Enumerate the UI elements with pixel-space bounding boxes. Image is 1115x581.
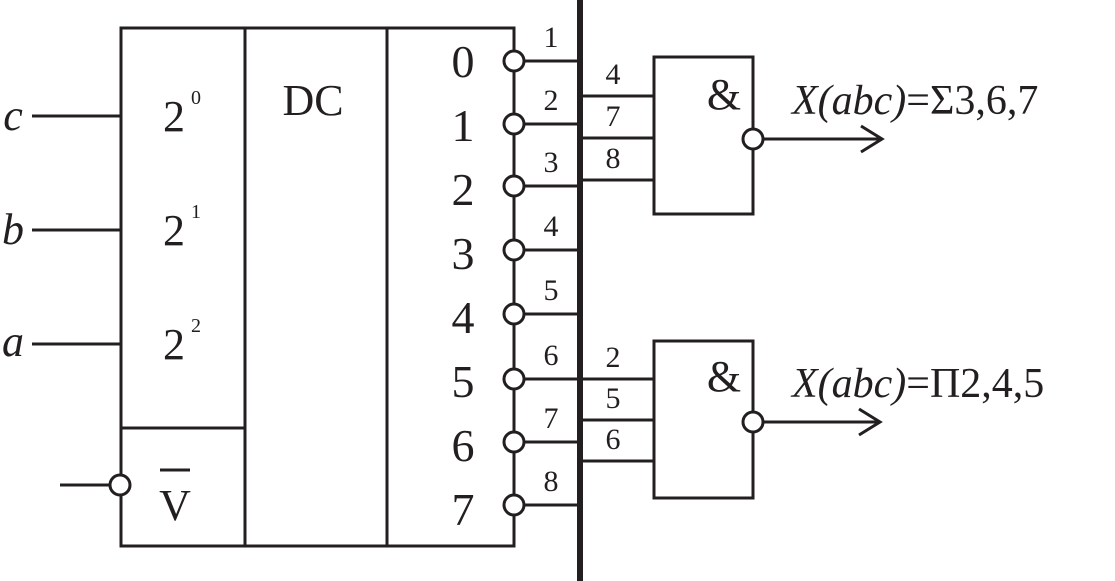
gate1-symbol: & xyxy=(707,70,741,119)
gate2-wire-a: 2 xyxy=(606,341,621,374)
weight-2-0-base: 2 xyxy=(163,92,185,141)
gate1-output-bubble xyxy=(741,127,765,151)
wire-number-5: 5 xyxy=(544,274,559,307)
enable-input: V xyxy=(60,468,191,530)
output-label-3: 3 xyxy=(452,228,475,279)
wire-number-6: 6 xyxy=(544,339,559,372)
wire-number-7: 7 xyxy=(544,402,559,435)
output-label-0: 0 xyxy=(452,36,475,87)
and-gate-2: 2 5 6 & X(abc)=Π2,4,5 xyxy=(580,339,1044,500)
gate2-symbol: & xyxy=(707,352,741,401)
input-c: c 2 0 xyxy=(3,87,201,141)
gate2-expression: X(abc)=Π2,4,5 xyxy=(790,361,1044,407)
output-bubble-4 xyxy=(502,302,526,326)
weight-2-1-base: 2 xyxy=(163,206,185,255)
gate2-wire-c: 6 xyxy=(606,423,621,456)
output-label-6: 6 xyxy=(452,420,475,471)
gate2-output-bubble xyxy=(741,410,765,434)
output-label-1: 1 xyxy=(452,100,475,151)
input-b: b 2 1 xyxy=(2,201,201,255)
output-bubble-3 xyxy=(502,238,526,262)
wire-number-4: 4 xyxy=(544,210,559,243)
gate1-expression: X(abc)=Σ3,6,7 xyxy=(790,78,1038,124)
enable-label: V xyxy=(159,481,191,530)
weight-2-0-exp: 0 xyxy=(191,87,201,109)
decoder-block xyxy=(119,26,516,548)
bus-wire-numbers: 1 2 3 4 5 6 7 8 xyxy=(544,21,559,498)
weight-2-2-exp: 2 xyxy=(191,315,201,337)
gate1-wire-b: 7 xyxy=(606,100,621,133)
gate1-output-arrow xyxy=(860,124,885,154)
wire-number-1: 1 xyxy=(544,21,559,54)
wire-number-3: 3 xyxy=(544,146,559,179)
weight-2-1-exp: 1 xyxy=(191,201,201,223)
enable-bubble xyxy=(108,473,132,497)
input-a: a 2 2 xyxy=(2,315,201,369)
output-bubble-6 xyxy=(502,430,526,454)
output-label-4: 4 xyxy=(452,292,475,343)
gate2-output-arrow xyxy=(858,407,883,437)
decoder-label: DC xyxy=(282,76,343,125)
gate1-wire-a: 4 xyxy=(606,58,621,91)
output-bubble-1 xyxy=(502,112,526,136)
output-label-5: 5 xyxy=(452,356,475,407)
input-c-label: c xyxy=(3,91,23,140)
output-bubble-5 xyxy=(502,367,526,391)
and-gate-1: 4 7 8 & X(abc)=Σ3,6,7 xyxy=(580,55,1038,216)
wire-number-8: 8 xyxy=(544,465,559,498)
wire-number-2: 2 xyxy=(544,84,559,117)
output-label-7: 7 xyxy=(452,484,475,535)
input-b-label: b xyxy=(2,205,24,254)
decoder-output-labels: 0 1 2 3 4 5 6 7 xyxy=(452,36,475,535)
output-label-2: 2 xyxy=(452,164,475,215)
output-bubble-0 xyxy=(502,49,526,73)
weight-2-2-base: 2 xyxy=(163,320,185,369)
decoder-output-wires xyxy=(502,49,580,517)
output-bubble-7 xyxy=(502,493,526,517)
gate1-wire-c: 8 xyxy=(606,142,621,175)
output-bubble-2 xyxy=(502,174,526,198)
gate2-wire-b: 5 xyxy=(606,382,621,415)
input-a-label: a xyxy=(2,317,24,366)
